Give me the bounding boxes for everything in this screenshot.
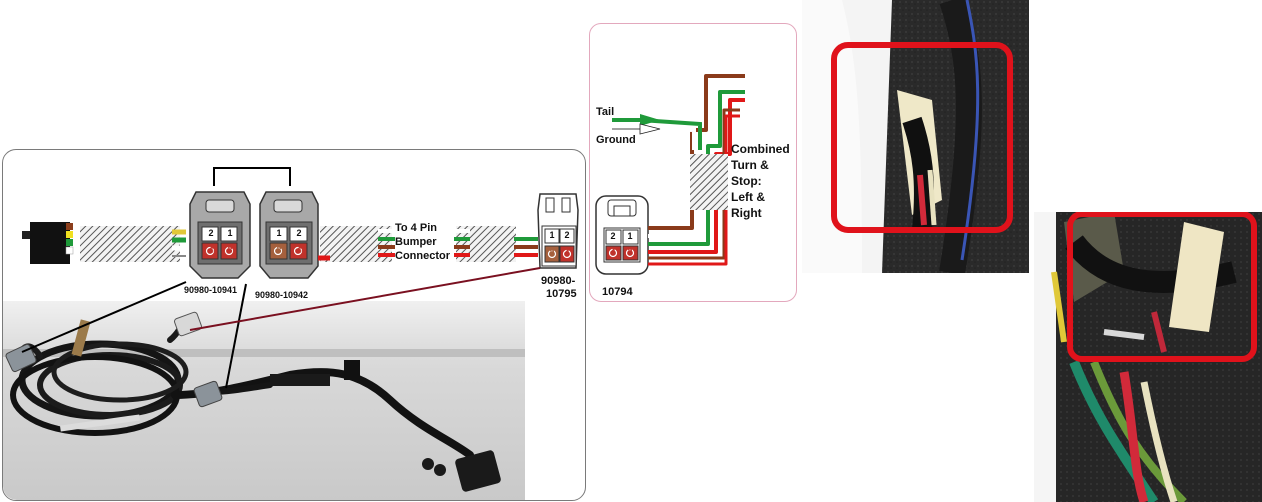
to-4pin-label-line3: Connector [395,250,450,262]
wire-stubs-2 [378,229,395,257]
part-label-10795-line1: 90980- [541,275,576,287]
four-pin-flat-plug [22,222,74,264]
ground-label: Ground [596,134,636,146]
highlight-box-top [831,42,1013,233]
combined-label-line2: Turn & [731,158,769,172]
c1-pin-top-b: 1 [227,228,233,238]
combined-label-line4: Left & [731,190,765,204]
closeup-photo-bottom [1034,212,1262,502]
part-label-10795-line2: 10795 [546,288,577,300]
c3-pin-top-b: 2 [564,230,570,240]
c4-pin-bottom-b: 3 [627,247,633,257]
c4-pin-bottom-a: 4 [610,247,616,257]
part-label-10941: 90980-10941 [184,285,238,295]
tail-ground-wires [612,114,702,150]
c2-pin-bottom-b: 4 [296,245,302,255]
connector-10795 [537,193,579,269]
harness-photo [3,301,525,500]
c1-pin-top-a: 2 [208,228,214,238]
connector-10941 [189,191,251,279]
part-label-10794: 10794 [602,286,633,298]
wire-stubs-1 [172,229,186,257]
c2-pin-bottom-a: 3 [276,245,282,255]
combined-label-line5: Right [731,206,762,220]
connector-10942 [259,191,319,279]
to-4pin-label-line1: To 4 Pin [395,222,437,234]
c4-pin-top-b: 1 [627,231,633,241]
wire-stubs-3 [454,229,538,257]
c4-pin-top-a: 2 [610,231,616,241]
tail-label: Tail [596,106,615,118]
c3-pin-bottom-a: 3 [549,248,555,258]
c2-pin-top-b: 2 [296,228,302,238]
highlight-box-bottom [1067,212,1257,362]
c1-pin-bottom-a: 4 [208,245,214,255]
closeup-photo-top [802,0,1029,273]
combined-label-line3: Stop: [731,174,762,188]
part-label-10942: 90980-10942 [255,290,309,300]
c1-pin-bottom-b: 3 [227,245,233,255]
c2-pin-top-a: 1 [276,228,282,238]
c3-pin-top-a: 1 [549,230,555,240]
c3-pin-bottom-b: 4 [564,248,570,258]
combined-label-line1: Combined [731,142,790,156]
connector-10794 [595,195,649,275]
to-4pin-label-line2: Bumper [395,236,437,248]
photo-harness [10,319,474,459]
